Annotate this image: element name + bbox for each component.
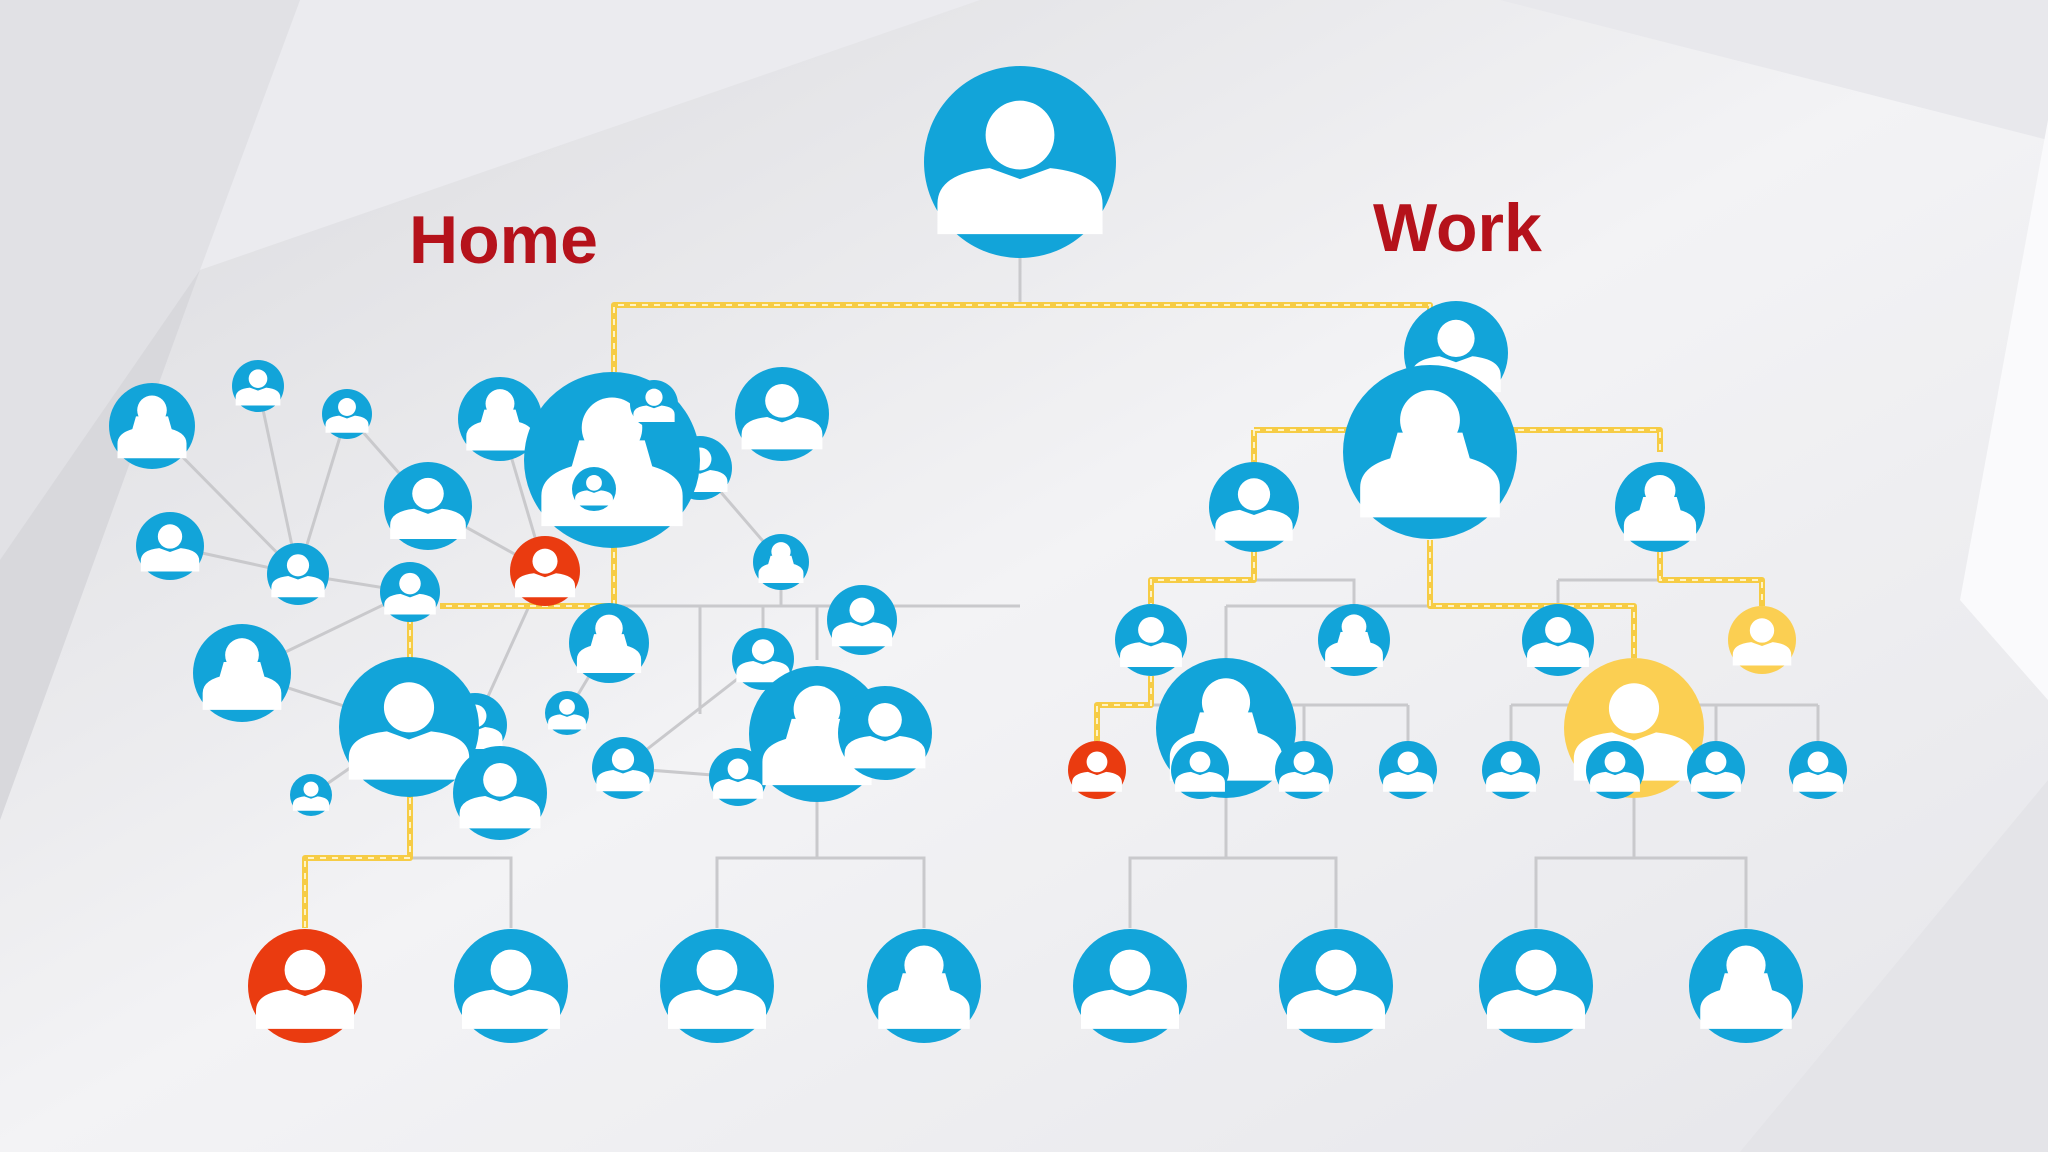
person-node [136, 512, 204, 580]
person-node [1482, 741, 1540, 799]
home-label: Home [409, 202, 598, 278]
person-node [1209, 462, 1299, 552]
connector-line [1534, 798, 1748, 928]
work-label: Work [1373, 190, 1542, 266]
person-node [1068, 741, 1126, 799]
person-node [384, 462, 472, 550]
person-node [1689, 929, 1803, 1043]
person-node [1115, 604, 1187, 676]
connector-line [310, 606, 764, 797]
connector-line [715, 802, 926, 928]
person-nodes [109, 66, 1847, 1043]
person-node [339, 657, 479, 797]
person-node [1615, 462, 1705, 552]
person-node [630, 380, 678, 428]
connector-line [150, 385, 430, 576]
highlight-path-dash [1429, 540, 1763, 658]
person-node [1073, 929, 1187, 1043]
person-node [232, 360, 284, 412]
person-node [867, 929, 981, 1043]
person-node [1479, 929, 1593, 1043]
person-node [1522, 604, 1594, 676]
person-node [709, 748, 767, 806]
connector-line [1128, 798, 1338, 928]
person-node [454, 929, 568, 1043]
person-node [322, 389, 372, 439]
person-node [1586, 741, 1644, 799]
person-node [1275, 741, 1333, 799]
person-node [193, 624, 291, 722]
person-node [592, 737, 654, 799]
person-node [1171, 741, 1229, 799]
person-node [660, 929, 774, 1043]
person-node [510, 536, 580, 606]
person-node [1279, 929, 1393, 1043]
person-node [109, 383, 195, 469]
person-node [1728, 606, 1796, 674]
person-node [267, 543, 329, 605]
person-node [924, 66, 1116, 258]
person-node [569, 603, 649, 683]
person-node [380, 562, 440, 622]
person-node [1318, 604, 1390, 676]
person-node [572, 467, 616, 511]
person-node [1687, 741, 1745, 799]
person-node [248, 929, 362, 1043]
person-node [838, 686, 932, 780]
person-node [1789, 741, 1847, 799]
person-node [753, 534, 809, 590]
person-node [827, 585, 897, 655]
person-node [453, 746, 547, 840]
person-node [732, 628, 794, 690]
person-node [1343, 365, 1517, 539]
person-node [458, 377, 542, 461]
person-node [290, 774, 332, 816]
person-node [735, 367, 829, 461]
person-node [545, 691, 589, 735]
person-node [1379, 741, 1437, 799]
